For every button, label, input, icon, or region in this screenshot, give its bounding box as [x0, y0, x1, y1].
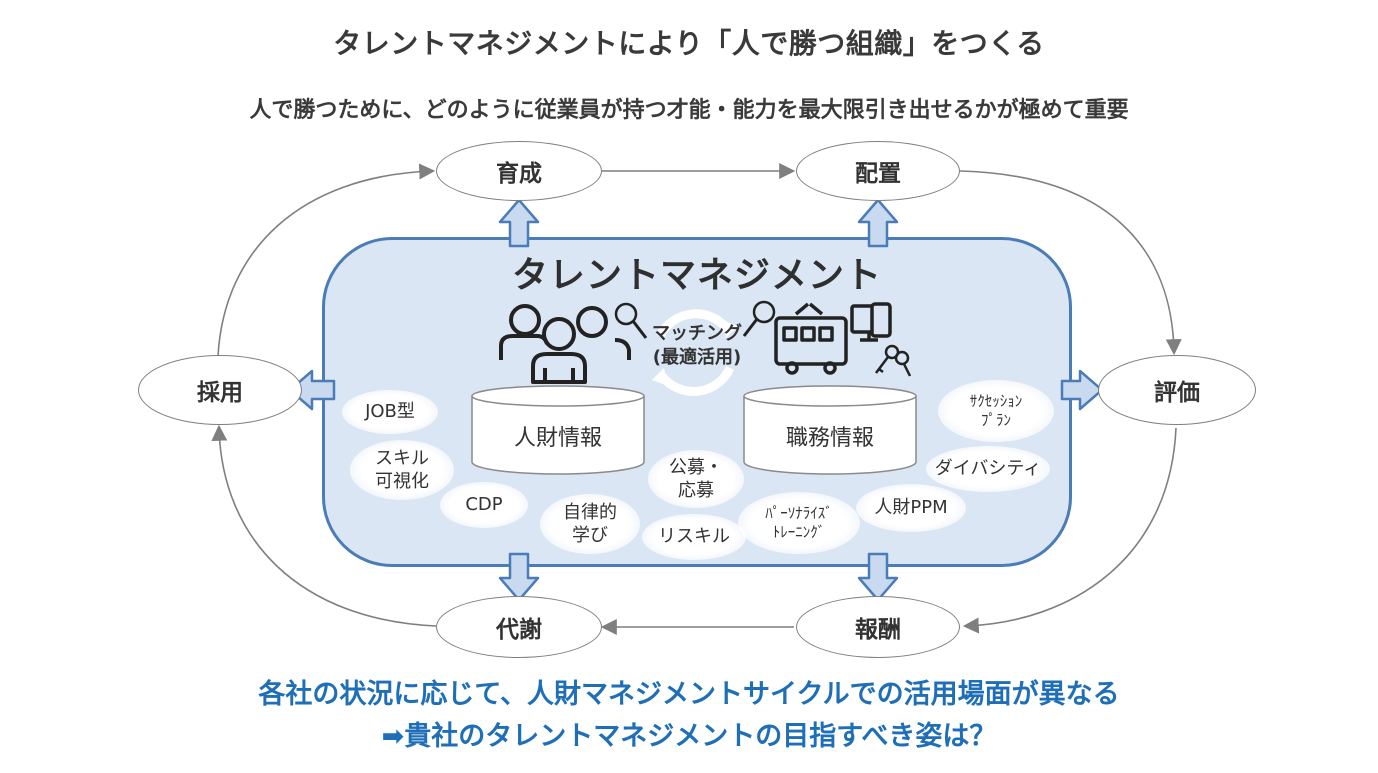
magnifier-icon-left: [614, 302, 648, 339]
bottom-message-1: 各社の状況に応じて、人財マネジメントサイクルでの活用場面が異なる: [258, 679, 1120, 710]
block-arrow-down-compensation: [857, 552, 899, 602]
keyword-talent-ppm: 人財PPM: [856, 484, 966, 532]
database-jobs-label: 職務情報: [785, 426, 874, 451]
arrow-evaluation-to-compensation: [962, 427, 1177, 634]
block-arrow-down-metabolism: [498, 552, 540, 602]
block-arrow-left-hiring: [288, 369, 336, 411]
keyword-self-learning-line2: 学び: [572, 525, 608, 546]
arrow-metabolism-to-hiring: [211, 424, 437, 627]
keyword-self-learning: 自律的 学び: [540, 494, 640, 554]
arrow-placement-to-evaluation: [959, 170, 1182, 356]
database-people-icon: [471, 385, 645, 475]
cycle-refresh-icon: [652, 309, 738, 396]
bottom-message-2: ➡貴社のタレントマネジメントの目指すべき姿は？: [381, 721, 997, 752]
node-placement: 配置: [796, 141, 960, 201]
keyword-job-type-text: JOB型: [365, 401, 415, 423]
keyword-diversity: ダイバシティ: [926, 446, 1050, 492]
keyword-succession-plan: ｻｸｾｯｼｮﾝ ﾌﾟﾗﾝ: [938, 380, 1054, 442]
keyword-skill-visualization: スキル 可視化: [350, 440, 454, 500]
keyword-job-type: JOB型: [342, 390, 438, 434]
matching-label-1: マッチング: [652, 323, 742, 344]
keyword-personalized-line1: ﾊﾟｰｿﾅﾗｲｽﾞ: [765, 503, 833, 522]
node-evaluation: 評価: [1098, 355, 1256, 425]
database-jobs-icon: [743, 385, 917, 475]
keyword-skill-line1: スキル: [375, 447, 429, 469]
block-arrow-up-training: [498, 198, 540, 248]
keyword-cdp-text: CDP: [465, 494, 503, 516]
keyword-personalized-line2: ﾄﾚｰﾆﾝｸﾞ: [772, 523, 826, 541]
keyword-recruit: 公募・ 応募: [648, 450, 744, 508]
database-people-label: 人財情報: [513, 426, 602, 451]
keyword-diversity-text: ダイバシティ: [934, 458, 1042, 480]
keyword-self-learning-line1: 自律的: [563, 501, 617, 523]
node-metabolism: 代謝: [436, 596, 602, 658]
keyword-skill-line2: 可視化: [375, 471, 429, 492]
keyword-talent-ppm-text: 人財PPM: [874, 497, 948, 519]
keyword-reskill-text: リスキル: [658, 526, 730, 548]
page-title: タレントマネジメントにより「人で勝つ組織」をつくる: [333, 27, 1045, 60]
keyword-cdp: CDP: [440, 482, 528, 528]
arrow-hiring-to-training: [217, 163, 436, 357]
node-compensation: 報酬: [796, 596, 960, 658]
block-arrow-up-placement: [857, 198, 899, 248]
keyword-succession-line2: ﾌﾟﾗﾝ: [980, 411, 1011, 429]
keyword-recruit-line1: 公募・: [669, 456, 723, 478]
keyword-recruit-line2: 応募: [678, 480, 714, 501]
workplace-equipment-icon: [774, 302, 912, 377]
magnifier-icon-right: [742, 300, 776, 337]
keyword-reskill: リスキル: [642, 514, 746, 560]
keyword-succession-line1: ｻｸｾｯｼｮﾝ: [969, 391, 1023, 410]
people-icon: [499, 304, 631, 384]
page-subtitle: 人で勝つために、どのように従業員が持つ才能・能力を最大限引き出せるかが極めて重要: [249, 98, 1129, 123]
block-arrow-right-evaluation: [1060, 369, 1104, 411]
node-hiring: 採用: [138, 355, 302, 425]
core-title: タレントマネジメント: [511, 255, 882, 296]
matching-label-2: (最適活用): [652, 347, 742, 368]
node-training: 育成: [436, 141, 602, 201]
keyword-personalized-training: ﾊﾟｰｿﾅﾗｲｽﾞ ﾄﾚｰﾆﾝｸﾞ: [738, 492, 860, 554]
